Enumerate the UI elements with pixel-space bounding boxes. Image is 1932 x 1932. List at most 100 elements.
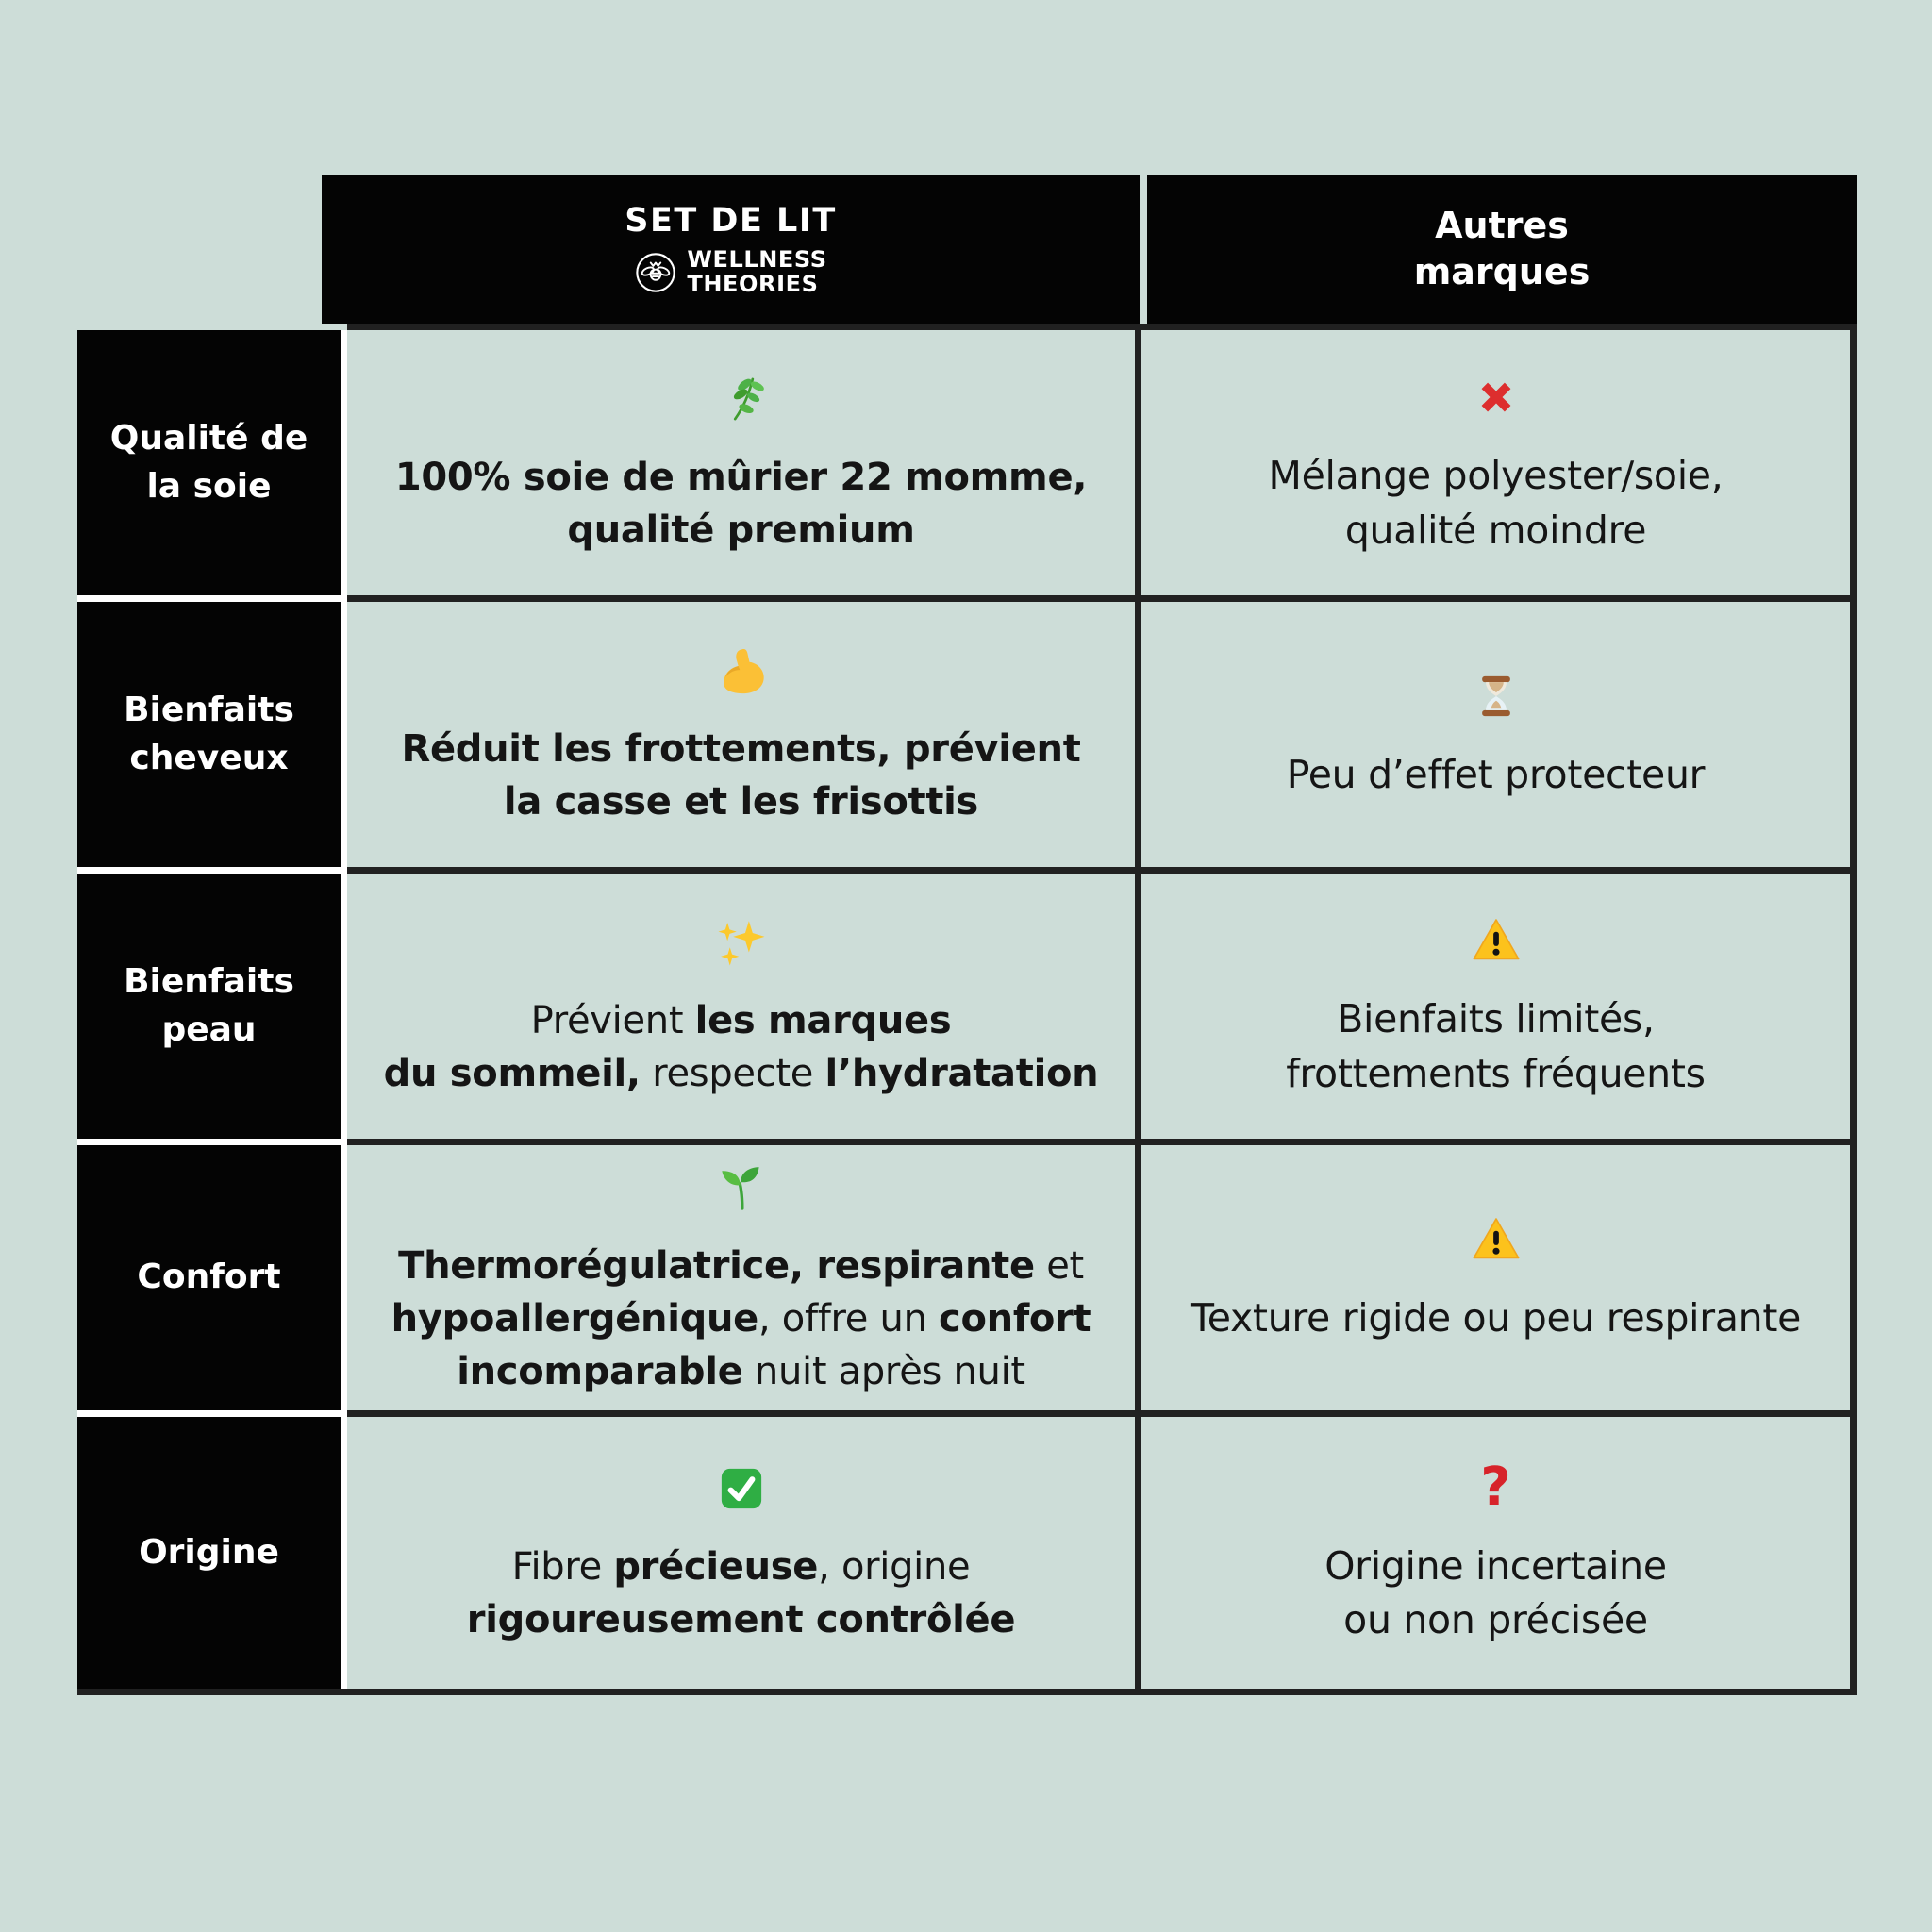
flexed-biceps-icon <box>716 641 767 700</box>
text-line: Réduit les frottements, prévient <box>401 723 1080 775</box>
text-line: Peu d’effet protecteur <box>1286 748 1706 802</box>
warning-icon <box>1471 1210 1522 1269</box>
text-segment: rigoureusement contrôlée <box>466 1598 1016 1641</box>
product-title: SET DE LIT <box>625 201 837 240</box>
text-line: Mélange polyester/soie, <box>1269 449 1724 503</box>
cross-mark-icon <box>1472 368 1521 426</box>
text-segment: qualité moindre <box>1344 507 1647 553</box>
cell-text: Origine incertaine ou non précisée <box>1324 1540 1667 1648</box>
comparison-grid: 100% soie de mûrier 22 momme, qualité pre… <box>347 324 1857 1695</box>
text-segment: hypoallergénique <box>391 1296 759 1341</box>
product-header-cell: SET DE LIT WELLNESS THEORIES <box>322 175 1140 324</box>
brand-name: WELLNESS THEORIES <box>687 245 827 297</box>
text-segment: incomparable <box>457 1349 743 1393</box>
comparison-cell-right: ? Origine incertaine ou non précisée <box>1141 1417 1850 1689</box>
comparison-cell-right: Bienfaits limités, frottements fréquents <box>1141 874 1850 1145</box>
text-segment: Bienfaits limités, <box>1337 996 1655 1042</box>
herb-icon <box>716 370 767 428</box>
comparison-cell-right: Peu d’effet protecteur <box>1141 602 1850 874</box>
text-line: hypoallergénique, offre un confort <box>391 1292 1091 1345</box>
text-segment: confort <box>939 1296 1091 1341</box>
brand-line2: THEORIES <box>687 270 819 297</box>
text-line: Prévient les marques <box>384 994 1099 1047</box>
seedling-icon <box>716 1158 767 1217</box>
comparison-cell-left: Réduit les frottements, prévient la casse… <box>347 602 1141 874</box>
cell-text: Réduit les frottements, prévient la casse… <box>401 723 1080 828</box>
comparison-cell-left: Fibre précieuse, origine rigoureusement c… <box>347 1417 1141 1689</box>
text-segment: Peu d’effet protecteur <box>1286 751 1706 797</box>
hourglass-icon <box>1473 667 1520 725</box>
text-segment: et <box>1034 1243 1084 1288</box>
competitor-header-cell: Autres marques <box>1147 175 1857 324</box>
text-segment: nuit après nuit <box>742 1349 1025 1393</box>
text-segment: , origine <box>818 1545 971 1589</box>
text-line: incomparable nuit après nuit <box>391 1345 1091 1398</box>
text-segment: Texture rigide ou peu respirante <box>1190 1294 1802 1341</box>
text-line: 100% soie de mûrier 22 momme, <box>394 451 1088 504</box>
text-line: Texture rigide ou peu respirante <box>1191 1291 1801 1345</box>
text-segment: qualité premium <box>567 508 915 552</box>
sparkles-icon <box>715 913 768 972</box>
text-segment: Fibre <box>511 1545 614 1589</box>
brand-lockup: WELLNESS THEORIES <box>634 245 827 297</box>
table-bottom-border <box>77 1689 1857 1695</box>
text-line: rigoureusement contrôlée <box>466 1593 1016 1646</box>
text-segment: 100% soie de mûrier 22 momme, <box>394 455 1088 499</box>
text-line: frottements fréquents <box>1286 1047 1706 1101</box>
row-label-text: Origine <box>139 1532 279 1572</box>
text-line: qualité moindre <box>1269 504 1724 558</box>
text-segment: Prévient <box>530 998 695 1042</box>
warning-icon <box>1471 911 1522 970</box>
text-segment: Réduit les frottements, prévient <box>401 726 1081 771</box>
text-segment: les marques <box>694 998 952 1042</box>
text-segment: frottements fréquents <box>1286 1050 1706 1096</box>
cell-text: Peu d’effet protecteur <box>1286 748 1706 802</box>
comparison-cell-right: Texture rigide ou peu respirante <box>1141 1145 1850 1417</box>
text-line: du sommeil, respecte l’hydratation <box>384 1047 1099 1100</box>
text-line: Origine incertaine <box>1324 1540 1667 1593</box>
text-segment: Origine incertaine <box>1324 1542 1667 1589</box>
text-segment: , offre un <box>758 1296 940 1341</box>
text-line: la casse et les frisottis <box>401 775 1080 828</box>
text-line: Fibre précieuse, origine <box>467 1541 1015 1593</box>
comparison-cell-left: 100% soie de mûrier 22 momme, qualité pre… <box>347 330 1141 602</box>
competitor-line2: marques <box>1413 251 1591 292</box>
row-label: Confort <box>77 1145 347 1417</box>
text-line: ou non précisée <box>1324 1593 1667 1647</box>
text-line: Thermorégulatrice, respirante et <box>391 1240 1091 1292</box>
comparison-cell-right: Mélange polyester/soie, qualité moindre <box>1141 330 1850 602</box>
row-label: Origine <box>77 1417 347 1689</box>
row-label-text: Confort <box>137 1257 281 1297</box>
text-segment: l’hydratation <box>824 1051 1099 1095</box>
question-mark-icon: ? <box>1480 1456 1511 1518</box>
text-line: Bienfaits limités, <box>1286 992 1705 1046</box>
cell-text: 100% soie de mûrier 22 momme, qualité pre… <box>394 451 1088 557</box>
cell-text: Bienfaits limités, frottements fréquents <box>1286 992 1706 1101</box>
text-segment: respecte <box>640 1051 825 1095</box>
cell-text: Mélange polyester/soie, qualité moindre <box>1269 449 1724 558</box>
text-segment: précieuse <box>613 1545 819 1589</box>
brand-line1: WELLNESS <box>687 245 827 273</box>
cell-text: Fibre précieuse, origine rigoureusement c… <box>466 1541 1016 1646</box>
bee-logo-icon <box>634 251 677 294</box>
text-segment: ou non précisée <box>1343 1597 1648 1642</box>
text-segment: la casse et les frisottis <box>503 779 979 824</box>
competitor-line1: Autres <box>1435 204 1569 246</box>
check-mark-icon <box>717 1459 766 1518</box>
text-segment: Thermorégulatrice, respirante <box>398 1243 1035 1288</box>
text-line: qualité premium <box>395 504 1087 557</box>
text-segment: du sommeil, <box>383 1051 641 1095</box>
text-segment: Mélange polyester/soie, <box>1268 453 1724 499</box>
